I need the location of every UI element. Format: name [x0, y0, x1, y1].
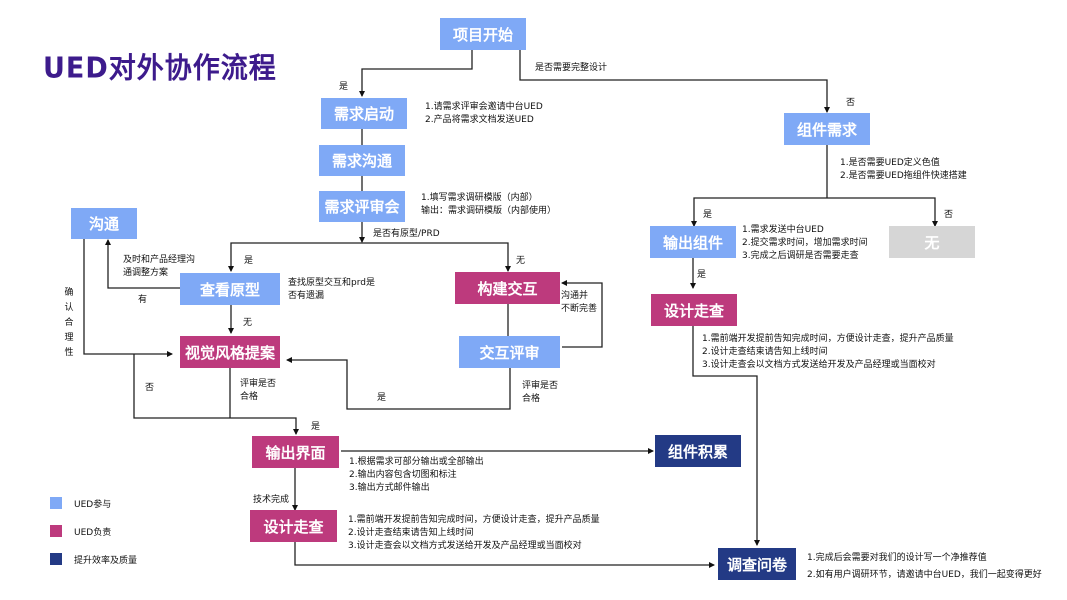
legend-label-ued-responsible: UED负责: [74, 528, 112, 538]
note-line: 1.请需求评审会邀请中台UED: [425, 102, 543, 112]
node-requirement-start[interactable]: 需求启动: [321, 98, 407, 129]
note-line: 1.需前端开发提前告知完成时间，方便设计走查，提升产品质量: [702, 334, 954, 344]
note-line: 3.设计走查会以文档方式发送给开发及产品经理或当面校对: [348, 541, 582, 551]
note-line: 3.输出方式邮件输出: [349, 483, 430, 493]
note-line: 否有遗漏: [288, 291, 325, 301]
note-line: 1.需求发送中台UED: [742, 225, 824, 235]
edge-start-to-component-req: [519, 50, 830, 113]
note-line: 1.填写需求调研模版（内部）: [421, 193, 538, 203]
edge-ireview-to-visual: [286, 357, 511, 410]
note-line: 2.如有用户调研环节，请邀请中台UED，我们一起变得更好: [807, 570, 1042, 580]
note-line: 1.完成后会需要对我们的设计写一个净推荐值: [807, 553, 987, 563]
note-line: 2.设计走查结束请告知上线时间: [702, 347, 828, 357]
note-survey: 1.完成后会需要对我们的设计写一个净推荐值 2.如有用户调研环节，请邀请中台UE…: [807, 550, 1042, 584]
edge-label-no-issue: 无: [243, 318, 253, 328]
note-line: 1.是否需要UED定义色值: [840, 158, 940, 168]
edge-label-no-proto: 无: [516, 256, 526, 266]
node-output-ui[interactable]: 输出界面: [252, 436, 339, 468]
edge-walkright-to-survey: [692, 326, 760, 546]
note-line: 沟通并: [561, 291, 589, 301]
legend-swatch-efficiency-quality: [50, 553, 62, 565]
note-line: 3.设计走查会以文档方式发送给开发及产品经理或当面校对: [702, 360, 936, 370]
legend-label-efficiency-quality: 提升效率及质量: [74, 556, 138, 566]
edge-branch-left: [228, 242, 362, 272]
note-design-walkthrough-right: 1.需前端开发提前告知完成时间，方便设计走查，提升产品质量 2.设计走查结束请告…: [702, 333, 954, 372]
note-line: 1.需前端开发提前告知完成时间，方便设计走查，提升产品质量: [348, 515, 600, 525]
note-line: 2.输出内容包含切图和标注: [349, 470, 457, 480]
node-communicate[interactable]: 沟通: [71, 208, 137, 239]
node-visual-style-proposal[interactable]: 视觉风格提案: [180, 336, 280, 368]
note-line: 2.产品将需求文档发送UED: [425, 115, 534, 125]
edge-branch-right: [362, 242, 511, 272]
legend-label-ued-participate: UED参与: [74, 500, 112, 510]
edge-label-yes-proto: 是: [244, 256, 254, 266]
note-visual-review: 评审是否 合格: [240, 378, 276, 404]
edge-label-confirm-reasonable: 确认合理性: [64, 288, 74, 358]
edge-comp-branch-left: [691, 197, 827, 227]
note-design-walkthrough-left: 1.需前端开发提前告知完成时间，方便设计走查，提升产品质量 2.设计走查结束请告…: [348, 514, 600, 553]
note-component-requirement: 1.是否需要UED定义色值 2.是否需要UED拖组件快速搭建: [840, 157, 967, 183]
edge-label-has-issue: 有: [138, 295, 148, 305]
edge-walk-to-survey: [294, 542, 715, 568]
edge-proto-to-communicate: [105, 239, 180, 289]
legend-swatch-ued-participate: [50, 497, 62, 509]
note-output-ui: 1.根据需求可部分输出或全部输出 2.输出内容包含切图和标注 3.输出方式邮件输…: [349, 456, 484, 495]
edge-communicate-to-visual: [83, 239, 173, 357]
edge-label-yes-start: 是: [339, 82, 349, 92]
note-line: 评审是否: [240, 379, 277, 389]
note-requirement-start: 1.请需求评审会邀请中台UED 2.产品将需求文档发送UED: [425, 101, 543, 127]
note-line: 评审是否: [522, 381, 559, 391]
node-survey[interactable]: 调查问卷: [718, 548, 796, 580]
node-view-prototype[interactable]: 查看原型: [180, 273, 280, 305]
note-line: 通调整方案: [123, 268, 169, 278]
note-line: 2.设计走查结束请告知上线时间: [348, 528, 474, 538]
edge-label-no-visual: 否: [145, 383, 155, 393]
note-line: 3.完成之后调研是否需要走查: [742, 251, 859, 261]
node-build-interaction[interactable]: 构建交互: [455, 272, 560, 304]
note-line: 及时和产品经理沟: [123, 255, 196, 265]
edge-label-yes-visual: 是: [311, 422, 321, 432]
note-build-interaction: 沟通并 不断完善: [561, 290, 597, 316]
edge-label-need-full-design: 是否需要完整设计: [535, 63, 608, 73]
note-line: 查找原型交互和prd是: [288, 278, 375, 288]
node-project-start[interactable]: 项目开始: [440, 18, 526, 50]
node-interaction-review[interactable]: 交互评审: [459, 336, 560, 368]
edge-label-yes-interaction: 是: [377, 393, 387, 403]
edge-label-yes-output-component: 是: [697, 270, 707, 280]
node-output-component[interactable]: 输出组件: [650, 226, 736, 258]
edge-review-loop: [561, 280, 603, 348]
note-line: 不断完善: [561, 304, 598, 314]
node-component-accumulation[interactable]: 组件积累: [655, 435, 741, 467]
node-none[interactable]: 无: [889, 226, 975, 258]
edge-label-yes-component: 是: [703, 210, 713, 220]
edge-label-no-component: 否: [944, 210, 954, 220]
node-design-walkthrough-right[interactable]: 设计走查: [651, 294, 737, 326]
note-line: 合格: [240, 392, 259, 402]
edge-start-to-req-start: [359, 50, 473, 97]
node-component-requirement[interactable]: 组件需求: [784, 113, 870, 145]
note-line: 2.提交需求时间，增加需求时间: [742, 238, 868, 248]
note-line: 2.是否需要UED拖组件快速搭建: [840, 171, 967, 181]
page-title: UED对外协作流程: [43, 52, 277, 85]
legend-swatch-ued-responsible: [50, 525, 62, 537]
note-communicate: 及时和产品经理沟 通调整方案: [123, 254, 195, 280]
note-line: 合格: [522, 394, 541, 404]
note-line: 输出：需求调研模版（内部使用）: [421, 206, 557, 216]
edge-visual-no-loop: [133, 354, 299, 435]
edge-comp-branch-right: [827, 197, 938, 227]
edge-label-tech-done: 技术完成: [253, 495, 290, 505]
node-design-walkthrough-left[interactable]: 设计走查: [250, 510, 337, 542]
node-requirement-review[interactable]: 需求评审会: [319, 191, 405, 222]
node-requirement-communication[interactable]: 需求沟通: [319, 145, 405, 176]
edge-label-has-proto-prd: 是否有原型/PRD: [373, 229, 440, 239]
note-requirement-review: 1.填写需求调研模版（内部） 输出：需求调研模版（内部使用）: [421, 192, 556, 218]
note-output-component: 1.需求发送中台UED 2.提交需求时间，增加需求时间 3.完成之后调研是否需要…: [742, 224, 868, 263]
note-line: 1.根据需求可部分输出或全部输出: [349, 457, 484, 467]
note-view-prototype: 查找原型交互和prd是 否有遗漏: [288, 277, 375, 303]
note-interaction-review: 评审是否 合格: [522, 380, 558, 406]
edge-label-no-full: 否: [846, 98, 856, 108]
